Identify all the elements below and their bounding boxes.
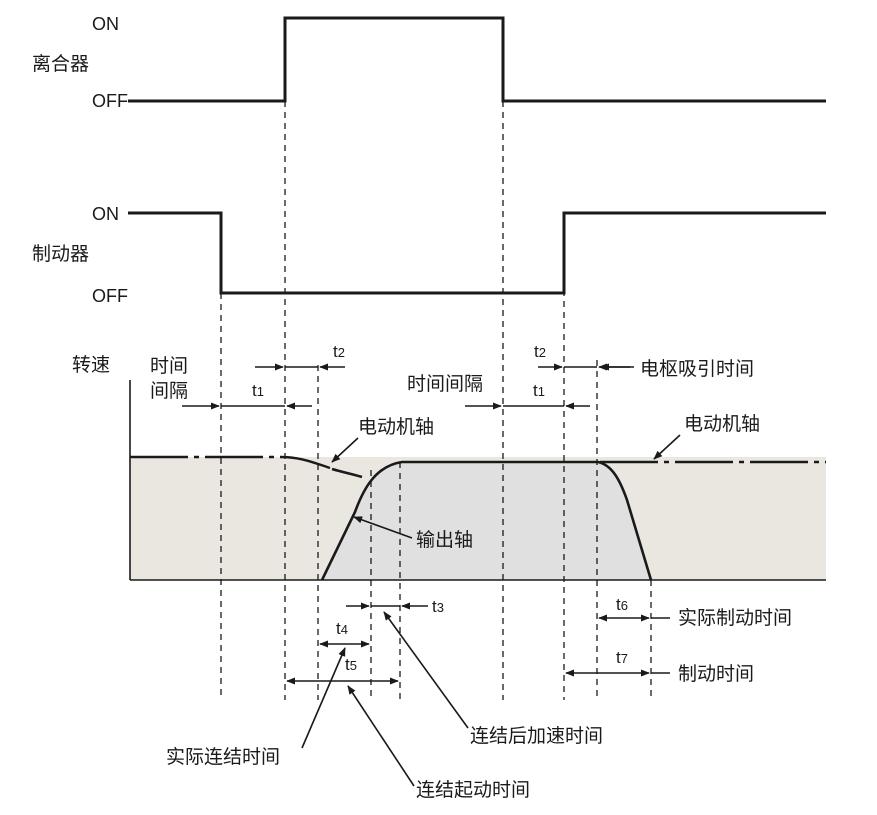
speed-axis-label: 转速 [72,354,110,376]
t2-right-label: t2 [534,342,546,361]
t5-label: t5 [345,655,357,674]
clutch-label: 离合器 [32,53,89,75]
motor-shaft-leader-right [653,434,681,460]
output-shaft-label: 输出轴 [416,529,473,551]
output-speed-region [322,462,651,580]
brake-time-label: 制动时间 [678,663,754,685]
actual-connect-time-label: 实际连结时间 [166,746,280,768]
clutch-off-label: OFF [92,91,128,111]
t4-label: t4 [336,619,348,638]
time-gap-line2: 间隔 [150,380,188,402]
motor-shaft-line-left [130,455,331,470]
actual-brake-time-label: 实际制动时间 [678,607,792,629]
t1-left-label: t1 [252,381,264,400]
brake-signal [128,211,826,295]
t1-right-label: t1 [533,381,545,400]
t3-label: t3 [432,597,444,616]
connect-start-time-label: 连结起动时间 [416,779,530,801]
armature-time-label: 电枢吸引时间 [640,358,754,380]
brake-off-label: OFF [92,286,128,306]
time-gap-line1: 时间 [150,355,188,377]
time-gap-right: 时间间隔 [407,373,483,395]
brake-on-label: ON [92,204,119,224]
t7-label: t7 [616,648,628,667]
motor-shaft-label-right: 电动机轴 [684,413,760,435]
brake-label: 制动器 [32,243,89,265]
accel-after-connect-label: 连结后加速时间 [470,725,603,747]
t6-label: t6 [616,595,628,614]
motor-shaft-leader-left [331,437,359,463]
motor-shaft-label-left: 电动机轴 [358,416,434,438]
clutch-signal [128,16,826,103]
actual-connect-leader [301,647,346,749]
accel-after-connect-leader [383,611,469,729]
motor-shaft-line-gap [331,467,363,479]
output-shaft-leader [353,516,413,539]
clutch-on-label: ON [92,14,119,34]
output-shaft-curve [320,460,653,581]
t2-left-label: t2 [333,342,345,361]
connect-start-leader [347,685,415,787]
